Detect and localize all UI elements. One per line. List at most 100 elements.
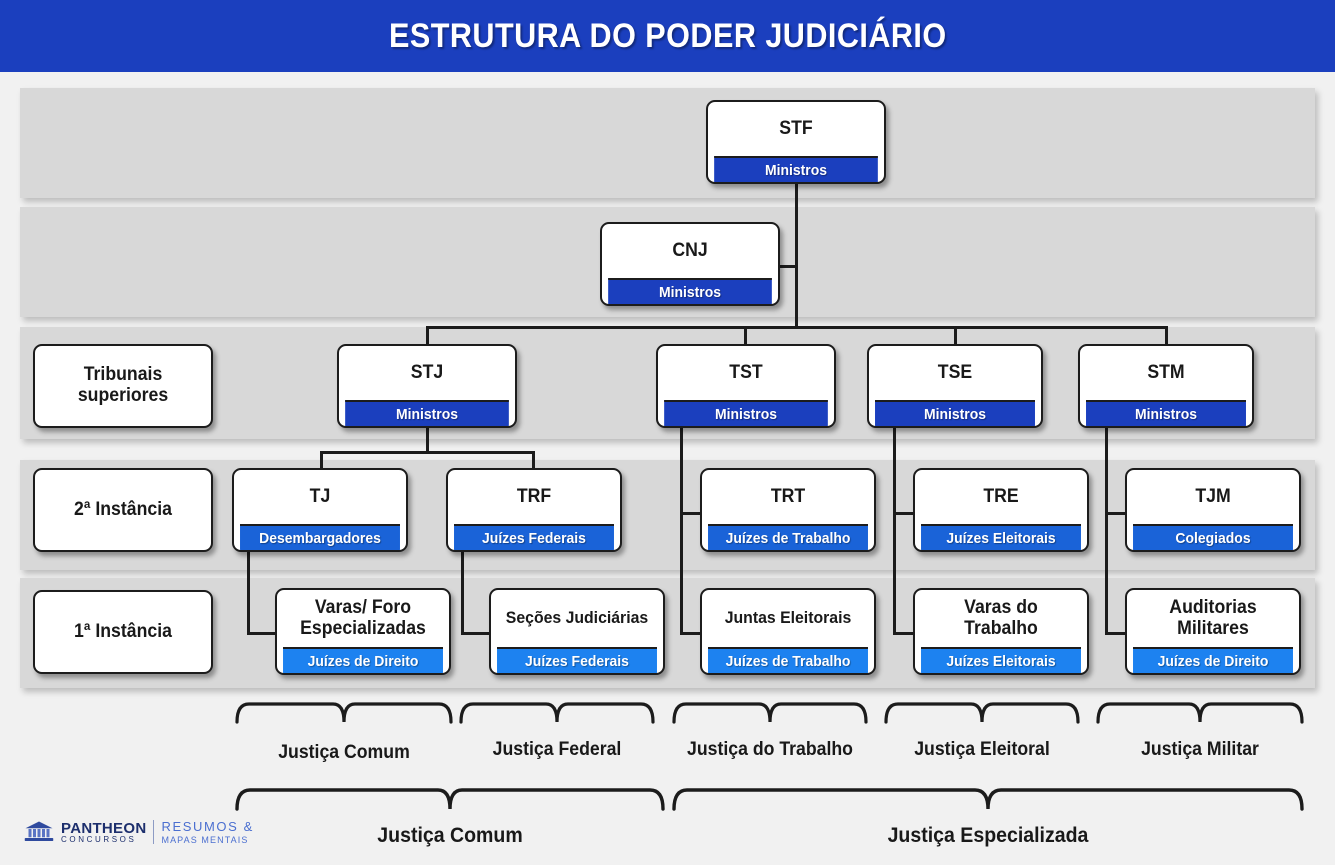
- row-label-segunda-instancia-text: 2ª Instância: [74, 498, 172, 520]
- node-tse[interactable]: TSE Ministros: [867, 344, 1043, 428]
- brace-label-justica-comum: Justiça Comum: [278, 742, 410, 763]
- logo-divider: [153, 820, 155, 845]
- node-trf-subtitle: Juízes Federais: [454, 524, 614, 550]
- node-trt-subtitle: Juízes de Trabalho: [708, 524, 868, 550]
- brace-justica-federal: [459, 698, 655, 724]
- connector-tse-down: [893, 427, 896, 635]
- node-auditorias-militares-title: Auditorias Militares: [1169, 596, 1257, 639]
- node-tjm[interactable]: TJM Colegiados: [1125, 468, 1301, 552]
- logo-tagline-line1: RESUMOS &: [161, 819, 254, 834]
- node-stm-subtitle: Ministros: [1086, 400, 1246, 426]
- node-auditorias-militares[interactable]: Auditorias Militares Juízes de Direito: [1125, 588, 1301, 675]
- logo-tagline-line2: MAPAS MENTAIS: [161, 834, 249, 845]
- node-cnj-subtitle: Ministros: [608, 278, 772, 304]
- brace-justica-trabalho: [672, 698, 868, 724]
- node-tst-title: TST: [729, 361, 763, 383]
- row-label-tribunais-superiores: Tribunais superiores: [33, 344, 213, 428]
- node-tre-title: TRE: [983, 485, 1019, 507]
- connector-tst-stub: [680, 427, 683, 451]
- node-tjm-subtitle: Colegiados: [1133, 524, 1293, 550]
- connector-stj-down: [426, 427, 429, 453]
- pantheon-building-icon: [24, 821, 54, 842]
- connector-tst-to-juntas: [680, 632, 712, 635]
- node-trf-title: TRF: [516, 485, 552, 507]
- connector-stj-to-trf: [532, 451, 535, 475]
- node-stf-subtitle: Ministros: [714, 156, 878, 182]
- page-header: ESTRUTURA DO PODER JUDICIÁRIO: [0, 0, 1335, 72]
- brace-summary-justica-especializada: [672, 783, 1304, 811]
- node-varas-foro-title: Varas/ Foro Especializadas: [300, 596, 426, 639]
- node-trt-title: TRT: [770, 485, 806, 507]
- node-stm[interactable]: STM Ministros: [1078, 344, 1254, 428]
- page-title: ESTRUTURA DO PODER JUDICIÁRIO: [388, 16, 947, 55]
- connector-superior-bus: [426, 326, 1168, 329]
- node-tre-subtitle: Juízes Eleitorais: [921, 524, 1081, 550]
- node-stj-subtitle: Ministros: [345, 400, 509, 426]
- node-varas-trabalho-subtitle: Juízes Eleitorais: [921, 647, 1081, 673]
- connector-tse-to-varas-trab: [893, 632, 925, 635]
- connector-bus-to-stm: [1165, 326, 1168, 348]
- node-tst[interactable]: TST Ministros: [656, 344, 836, 428]
- node-tj-title: TJ: [309, 485, 331, 507]
- brace-label-justica-militar: Justiça Militar: [1141, 739, 1259, 760]
- row-label-primeira-instancia-text: 1ª Instância: [74, 620, 172, 642]
- connector-stm-down: [1105, 427, 1108, 635]
- node-varas-foro-subtitle: Juízes de Direito: [283, 647, 443, 673]
- brace-summary-justica-comum: [235, 783, 665, 811]
- connector-tse-to-tre: [893, 512, 925, 515]
- connector-stm-to-tjm: [1105, 512, 1137, 515]
- node-tre[interactable]: TRE Juízes Eleitorais: [913, 468, 1089, 552]
- node-juntas-eleitorais[interactable]: Juntas Eleitorais Juízes de Trabalho: [700, 588, 876, 675]
- connector-tj-down: [247, 552, 250, 634]
- node-cnj-title: CNJ: [672, 239, 708, 261]
- brace-justica-eleitoral: [884, 698, 1080, 724]
- connector-trf-to-secoes: [461, 632, 503, 635]
- node-secoes-judiciarias-title: Seções Judiciárias: [505, 608, 649, 628]
- node-trt[interactable]: TRT Juízes de Trabalho: [700, 468, 876, 552]
- row-label-primeira-instancia: 1ª Instância: [33, 590, 213, 674]
- node-varas-trabalho[interactable]: Varas do Trabalho Juízes Eleitorais: [913, 588, 1089, 675]
- brace-label-summary-justica-especializada: Justiça Especializada: [887, 824, 1089, 847]
- node-cnj[interactable]: CNJ Ministros: [600, 222, 780, 306]
- node-varas-foro[interactable]: Varas/ Foro Especializadas Juízes de Dir…: [275, 588, 451, 675]
- node-varas-trabalho-title: Varas do Trabalho: [964, 596, 1038, 639]
- connector-bus-to-stj: [426, 326, 429, 348]
- node-juntas-eleitorais-title: Juntas Eleitorais: [724, 608, 852, 628]
- connector-tst-down: [680, 427, 683, 635]
- connector-tst-to-trt: [680, 512, 712, 515]
- brace-label-justica-eleitoral: Justiça Eleitoral: [914, 739, 1050, 760]
- connector-stj-to-tj: [320, 451, 323, 475]
- node-tse-subtitle: Ministros: [875, 400, 1035, 426]
- connector-bus-to-tst: [744, 326, 747, 348]
- node-tst-subtitle: Ministros: [664, 400, 828, 426]
- node-juntas-eleitorais-subtitle: Juízes de Trabalho: [708, 647, 868, 673]
- brace-label-justica-trabalho: Justiça do Trabalho: [687, 739, 853, 760]
- band-segunda-instancia: [20, 460, 1315, 570]
- logo-name: PANTHEON: [61, 819, 147, 837]
- node-tse-title: TSE: [937, 361, 973, 383]
- node-tjm-title: TJM: [1195, 485, 1231, 507]
- connector-stj-split-bus: [320, 451, 534, 454]
- node-tj-subtitle: Desembargadores: [240, 524, 400, 550]
- node-secoes-judiciarias-subtitle: Juízes Federais: [497, 647, 657, 673]
- brace-justica-militar: [1096, 698, 1304, 724]
- connector-trf-down: [461, 552, 464, 634]
- connector-stf-down: [795, 182, 798, 328]
- node-stj-title: STJ: [410, 361, 444, 383]
- brand-logo: PANTHEON CONCURSOS RESUMOS & MAPAS MENTA…: [24, 819, 254, 845]
- node-stm-title: STM: [1147, 361, 1185, 383]
- brace-label-justica-federal: Justiça Federal: [492, 739, 622, 760]
- node-auditorias-militares-subtitle: Juízes de Direito: [1133, 647, 1293, 673]
- brace-justica-comum: [235, 698, 453, 724]
- row-label-segunda-instancia: 2ª Instância: [33, 468, 213, 552]
- node-stf[interactable]: STF Ministros: [706, 100, 886, 184]
- node-stj[interactable]: STJ Ministros: [337, 344, 517, 428]
- node-tj[interactable]: TJ Desembargadores: [232, 468, 408, 552]
- band-supreme: [20, 88, 1315, 198]
- connector-stm-to-auditorias: [1105, 632, 1137, 635]
- node-secoes-judiciarias[interactable]: Seções Judiciárias Juízes Federais: [489, 588, 665, 675]
- connector-tj-to-varas: [247, 632, 289, 635]
- node-stf-title: STF: [779, 117, 813, 139]
- node-trf[interactable]: TRF Juízes Federais: [446, 468, 622, 552]
